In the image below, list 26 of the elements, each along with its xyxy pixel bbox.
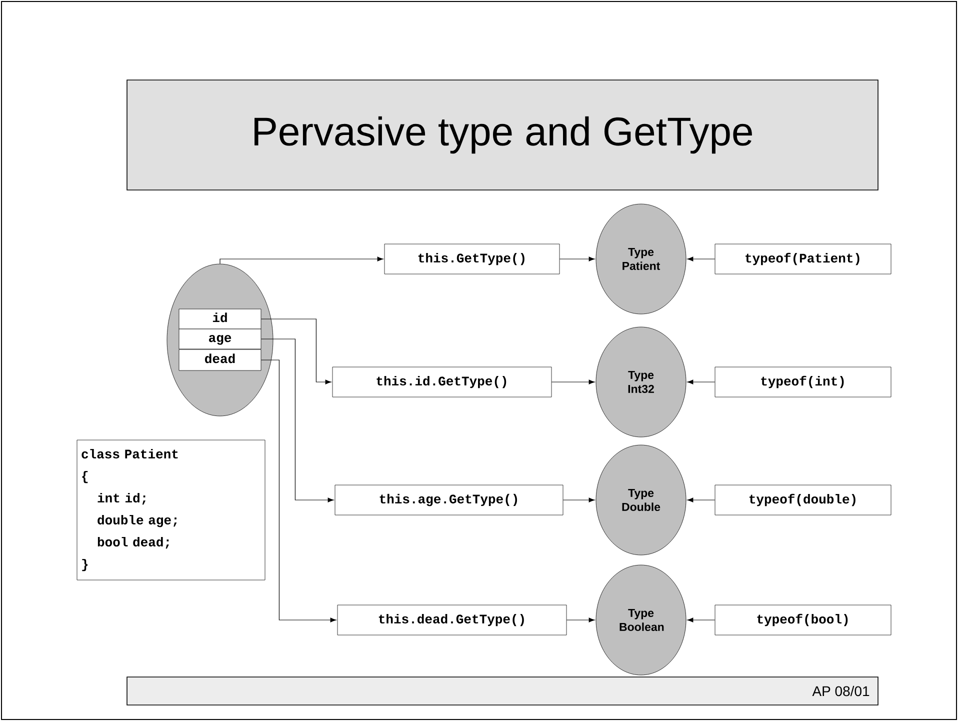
field-box: age bbox=[178, 328, 262, 350]
arrow bbox=[687, 618, 716, 622]
arrow bbox=[551, 380, 595, 384]
code-box: typeof(double) bbox=[714, 484, 892, 516]
arrow bbox=[260, 360, 336, 622]
title-banner: Pervasive type and GetType bbox=[126, 80, 878, 190]
arrow bbox=[687, 380, 716, 384]
arrow bbox=[260, 318, 332, 384]
code-box: typeof(Patient) bbox=[714, 244, 892, 274]
arrow bbox=[559, 256, 595, 262]
field-box: dead bbox=[178, 349, 262, 371]
arrow bbox=[687, 498, 716, 502]
code-box: this.id.GetType() bbox=[332, 366, 552, 398]
code-box: this.dead.GetType() bbox=[337, 604, 567, 636]
code-box: typeof(bool) bbox=[714, 604, 892, 636]
code-box: typeof(int) bbox=[714, 366, 892, 398]
footer-bar: AP 08/01 bbox=[126, 676, 878, 706]
arrow bbox=[566, 618, 595, 622]
arrow bbox=[220, 256, 384, 264]
code-box: this.age.GetType() bbox=[334, 484, 564, 516]
arrow bbox=[562, 498, 595, 502]
class-code-box: class Patient { int id; double age; bool dead; } bbox=[76, 440, 266, 580]
arrow bbox=[260, 338, 334, 502]
arrow bbox=[687, 256, 716, 262]
field-box: id bbox=[178, 308, 262, 330]
code-box: this.GetType() bbox=[384, 244, 560, 274]
